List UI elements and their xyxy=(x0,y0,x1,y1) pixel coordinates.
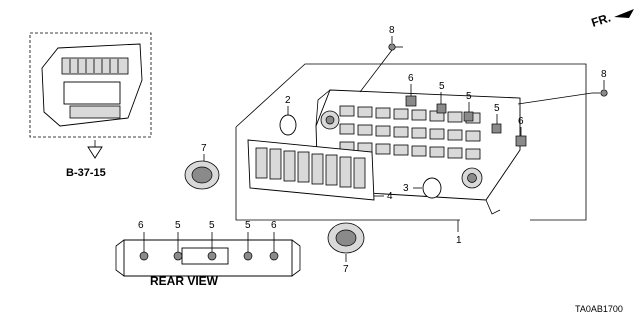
rear-socket-icon xyxy=(269,251,279,261)
screw-8-top: 8 xyxy=(388,25,403,51)
bulb-icon xyxy=(463,111,474,122)
arrow-icon xyxy=(614,9,634,18)
bulb-icon xyxy=(436,103,447,114)
lens-icon xyxy=(422,177,442,199)
audio-panel xyxy=(63,81,121,105)
rear-socket-icon xyxy=(139,251,149,261)
panel-button-grid xyxy=(339,105,481,160)
svg-text:4: 4 xyxy=(387,191,393,202)
knob-7-bottom: 7 xyxy=(327,222,365,275)
bulb-5-c: 5 xyxy=(491,103,502,134)
dashboard-inset: B-37-15 xyxy=(29,32,152,179)
svg-text:7: 7 xyxy=(343,264,349,275)
svg-text:5: 5 xyxy=(175,220,181,231)
svg-text:7: 7 xyxy=(201,143,207,154)
svg-text:3: 3 xyxy=(403,183,409,194)
bulb-socket-icon xyxy=(405,95,417,107)
bulb-5-a: 5 xyxy=(436,81,447,114)
unit-outline-box xyxy=(235,63,587,221)
rear-socket-icon xyxy=(243,251,253,261)
screw-icon xyxy=(600,89,608,97)
svg-text:5: 5 xyxy=(494,103,500,114)
rear-view-panel: 6 5 5 5 6 REAR VIEW xyxy=(115,220,301,288)
rear-socket-icon xyxy=(207,251,217,261)
svg-text:6: 6 xyxy=(138,220,144,231)
svg-text:6: 6 xyxy=(271,220,277,231)
climate-panel xyxy=(69,105,121,119)
svg-text:1: 1 xyxy=(456,235,462,246)
bulb-6-right: 6 xyxy=(515,116,527,147)
svg-text:5: 5 xyxy=(439,81,445,92)
lens-icon xyxy=(279,114,297,136)
reference-label: B-37-15 xyxy=(66,167,106,179)
down-arrow-icon xyxy=(87,146,103,159)
bulb-icon xyxy=(491,123,502,134)
callout-8-top: 8 xyxy=(389,25,395,36)
bulb-5-b: 5 xyxy=(463,91,474,122)
inset-frame xyxy=(29,32,152,138)
front-direction-indicator: FR. xyxy=(590,9,634,30)
screw-8-right: 8 xyxy=(592,69,608,97)
bulb-socket-icon xyxy=(515,135,527,147)
bulb-6-left: 6 xyxy=(405,73,417,107)
svg-text:6: 6 xyxy=(518,116,524,127)
lens-2: 2 xyxy=(279,95,297,136)
svg-text:5: 5 xyxy=(209,220,215,231)
direction-label: FR. xyxy=(590,11,613,30)
svg-text:6: 6 xyxy=(408,73,414,84)
rear-socket-icon xyxy=(173,251,183,261)
knob-7-left: 7 xyxy=(184,143,220,190)
lens-3: 3 xyxy=(403,177,442,199)
rear-connector xyxy=(181,247,229,265)
diagram-code: TA0AB1700 xyxy=(575,304,623,314)
callout-8-right: 8 xyxy=(601,69,607,80)
screw-icon xyxy=(388,43,396,51)
svg-text:5: 5 xyxy=(245,220,251,231)
rear-view-label: REAR VIEW xyxy=(150,274,219,288)
vent-panel xyxy=(61,57,129,75)
svg-text:5: 5 xyxy=(466,91,472,102)
svg-text:2: 2 xyxy=(285,95,291,106)
callout-1-leader: 1 xyxy=(456,220,462,246)
button-set-4: 4 xyxy=(247,139,393,202)
